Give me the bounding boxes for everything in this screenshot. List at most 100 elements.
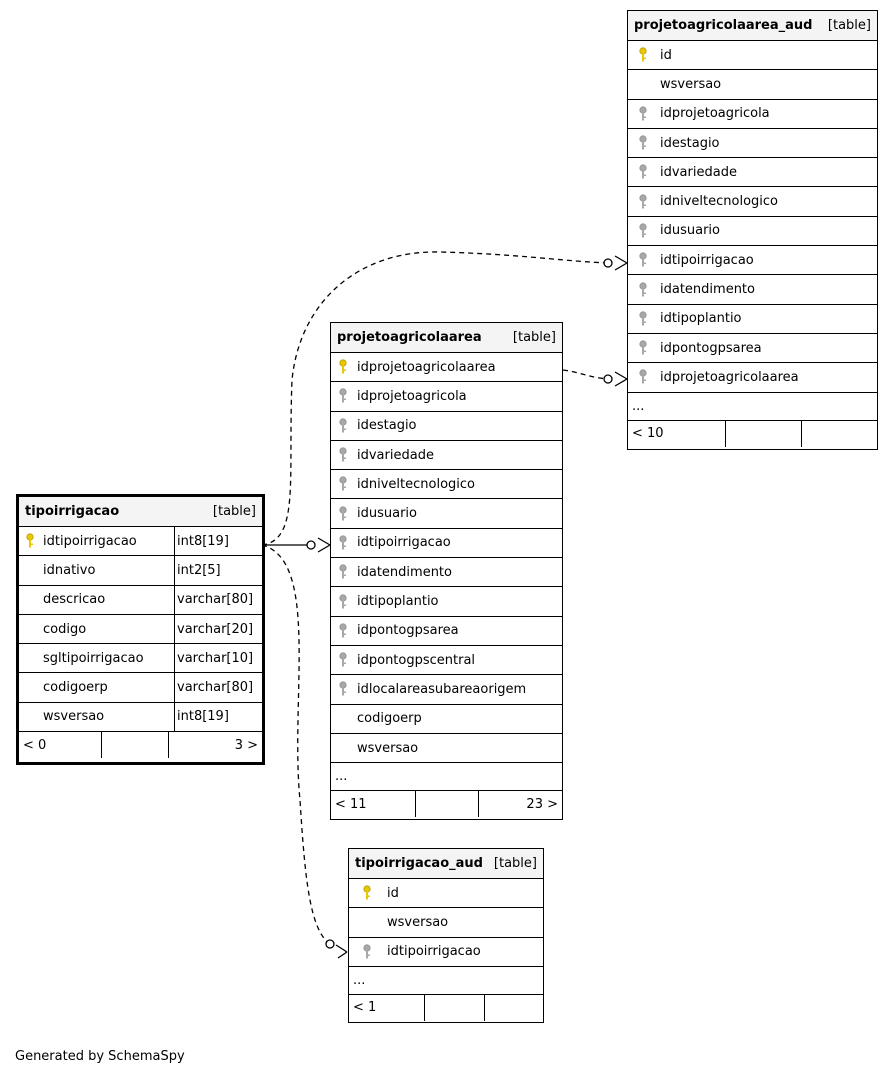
table-header: tipoirrigacao_aud [table] xyxy=(349,849,543,879)
foreign-key-icon xyxy=(331,593,355,610)
column-row: idprojetoagricolaarea xyxy=(331,353,562,383)
parents-count[interactable]: < 0 xyxy=(23,737,47,753)
column-name: idnativo xyxy=(43,562,96,578)
table-name: projetoagricolaarea xyxy=(337,330,482,345)
column-row: idtipoirrigacao xyxy=(628,246,877,276)
foreign-key-icon xyxy=(628,106,658,122)
column-name: descricao xyxy=(43,592,106,608)
parents-count[interactable]: < 11 xyxy=(335,796,367,812)
table-projetoagricolaarea[interactable]: projetoagricolaarea [table] idprojetoagr… xyxy=(330,322,563,820)
column-name: idpontogpscentral xyxy=(357,652,476,668)
table-tipoirrigacao[interactable]: tipoirrigacao [table] idtipoirrigacao in… xyxy=(16,494,265,765)
crowfoot-mark xyxy=(335,944,348,959)
crowfoot-circle xyxy=(325,939,335,949)
column-name: idniveltecnologico xyxy=(660,194,778,210)
column-name: idniveltecnologico xyxy=(357,476,475,492)
foreign-key-icon xyxy=(628,281,658,298)
column-row: idtipoirrigacao xyxy=(349,938,543,967)
column-name: idtipoirrigacao xyxy=(387,944,481,960)
generated-by-note: Generated by SchemaSpy xyxy=(15,1049,185,1064)
column-name: id xyxy=(660,47,672,63)
column-row: idvariedade xyxy=(331,441,562,471)
column-row: idniveltecnologico xyxy=(628,187,877,217)
column-name: idvariedade xyxy=(660,164,737,180)
column-name: sgltipoirrigacao xyxy=(43,650,144,666)
foreign-key-icon xyxy=(331,681,355,697)
table-name: tipoirrigacao_aud xyxy=(355,856,483,871)
table-type: [table] xyxy=(493,856,537,871)
column-name: idpontogpsarea xyxy=(660,340,762,356)
rel-tipoirrigacao-to-projetoagricolaarea_aud xyxy=(261,251,611,546)
column-type: varchar[10] xyxy=(174,644,262,673)
column-name: wsversao xyxy=(387,914,449,930)
column-name: idlocalareasubareaorigem xyxy=(357,681,527,697)
column-name: idusuario xyxy=(660,223,720,239)
foreign-key-icon xyxy=(331,652,355,668)
column-row: idprojetoagricola xyxy=(628,100,877,129)
foreign-key-icon xyxy=(628,369,658,385)
table-header: projetoagricolaarea_aud [table] xyxy=(628,11,877,41)
crowfoot-mark xyxy=(614,371,628,387)
column-name: idprojetoagricola xyxy=(357,388,467,404)
column-row: idtipoplantio xyxy=(331,587,562,617)
column-name: idtipoirrigacao xyxy=(660,252,754,268)
column-name: idatendimento xyxy=(357,564,452,580)
column-name: codigo xyxy=(43,621,87,637)
column-name: idtipoirrigacao xyxy=(357,535,451,551)
column-row: idtipoplantio xyxy=(628,305,877,334)
table-footer: < 11 23 > xyxy=(331,791,562,818)
table-footer: < 1 xyxy=(349,994,543,1021)
column-name: idpontogpsarea xyxy=(357,623,459,639)
more-columns: ... xyxy=(628,393,877,421)
column-name: wsversao xyxy=(43,709,105,725)
column-name: idestagio xyxy=(660,135,720,151)
children-count[interactable]: 3 > xyxy=(168,732,262,759)
column-name: idprojetoagricola xyxy=(660,106,770,122)
table-type: [table] xyxy=(212,504,256,519)
parents-count[interactable]: < 1 xyxy=(353,1000,377,1016)
column-type: varchar[20] xyxy=(174,614,262,644)
column-row: idniveltecnologico xyxy=(331,470,562,500)
column-name: idvariedade xyxy=(357,447,434,463)
crowfoot-circle xyxy=(306,540,316,550)
foreign-key-icon xyxy=(628,223,658,239)
column-type: int8[19] xyxy=(174,527,262,556)
children-count[interactable]: 23 > xyxy=(478,791,562,818)
column-name: idatendimento xyxy=(660,282,755,298)
foreign-key-icon xyxy=(331,388,355,404)
column-row: idnativo int2[5] xyxy=(19,556,262,586)
column-row: idtipoirrigacao int8[19] xyxy=(19,527,262,557)
column-name: idtipoplantio xyxy=(660,311,742,327)
column-row: idvariedade xyxy=(628,158,877,188)
column-row: idtipoirrigacao xyxy=(331,529,562,559)
column-row: descricao varchar[80] xyxy=(19,585,262,615)
column-name: idprojetoagricolaarea xyxy=(660,369,799,385)
primary-key-icon xyxy=(331,359,355,375)
table-header: projetoagricolaarea [table] xyxy=(331,323,562,353)
parents-count[interactable]: < 10 xyxy=(632,426,664,442)
foreign-key-icon xyxy=(331,623,355,639)
foreign-key-icon xyxy=(331,476,355,492)
column-row: codigoerp xyxy=(331,705,562,734)
column-row: wsversao xyxy=(349,908,543,938)
primary-key-icon xyxy=(628,47,658,63)
crowfoot-mark xyxy=(317,537,331,553)
table-type: [table] xyxy=(512,330,556,345)
column-row: idatendimento xyxy=(628,275,877,305)
column-row: idatendimento xyxy=(331,558,562,588)
column-row: idestagio xyxy=(628,129,877,159)
column-type: varchar[80] xyxy=(174,585,262,614)
foreign-key-icon xyxy=(349,944,385,960)
foreign-key-icon xyxy=(331,418,355,434)
foreign-key-icon xyxy=(628,340,658,356)
foreign-key-icon xyxy=(628,311,658,327)
column-name: idprojetoagricolaarea xyxy=(357,359,496,375)
rel-projetoagricolaarea-to-aud xyxy=(562,369,611,380)
column-row: id xyxy=(628,41,877,71)
column-type: varchar[80] xyxy=(174,673,262,702)
foreign-key-icon xyxy=(628,135,658,151)
column-name: idtipoirrigacao xyxy=(43,533,137,549)
